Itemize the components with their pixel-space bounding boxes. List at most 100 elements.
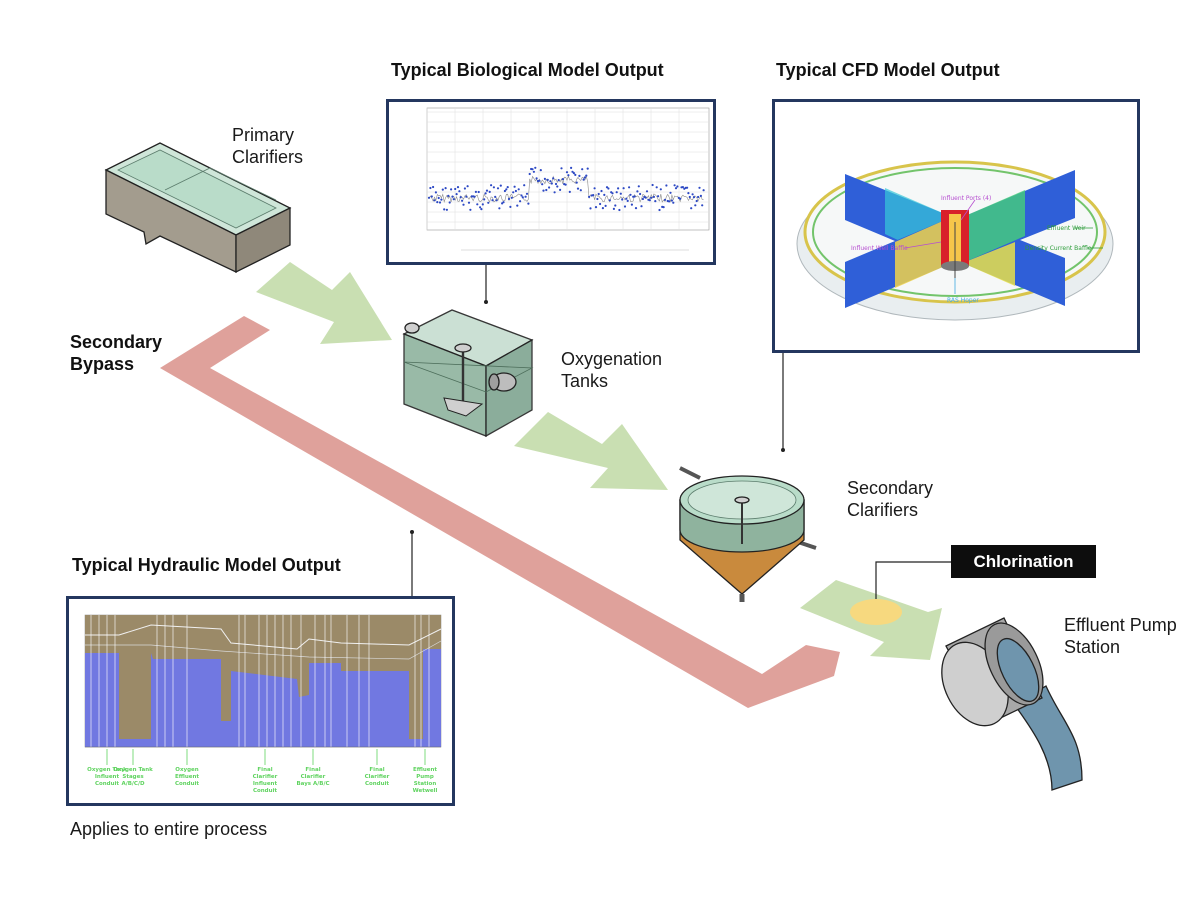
bio-scatter-point xyxy=(576,187,580,190)
bio-scatter-point xyxy=(690,207,693,210)
bio-scatter-point xyxy=(507,197,511,201)
bio-scatter-point xyxy=(505,188,508,191)
bio-scatter-point xyxy=(527,202,530,205)
bio-scatter-point xyxy=(570,166,573,169)
bio-scatter-point xyxy=(662,206,665,209)
bio-scatter-point xyxy=(542,189,545,192)
bio-scatter-point xyxy=(443,208,446,211)
oxygenation-tank-icon xyxy=(402,309,534,438)
hydraulic-segment-label: Final Clarifier Bays A/B/C xyxy=(296,767,330,787)
bio-scatter-point xyxy=(548,186,551,189)
bio-scatter-point xyxy=(578,174,581,177)
bio-scatter-point xyxy=(633,195,636,198)
bio-scatter-point xyxy=(474,190,477,193)
bio-scatter-point xyxy=(640,205,643,208)
chlorination-basin-icon xyxy=(850,599,902,625)
bio-scatter-point xyxy=(628,186,631,189)
bio-scatter-point xyxy=(494,195,497,198)
bio-scatter-point xyxy=(652,195,655,198)
bio-scatter-point xyxy=(502,201,505,204)
bio-scatter-point xyxy=(528,172,531,176)
label-effluent-pump-station: Effluent Pump Station xyxy=(1064,614,1177,658)
bio-scatter-point xyxy=(517,188,520,191)
bio-scatter-point xyxy=(535,177,538,180)
bio-scatter-point xyxy=(519,200,522,203)
bio-scatter-point xyxy=(585,174,588,177)
bio-scatter-point xyxy=(588,195,591,198)
bio-scatter-point xyxy=(618,208,621,212)
bio-scatter-point xyxy=(465,195,468,198)
bio-scatter-point xyxy=(463,187,466,190)
bio-scatter-point xyxy=(626,199,629,202)
bio-scatter-point xyxy=(553,191,556,194)
bio-scatter-point xyxy=(432,185,435,189)
bio-scatter-point xyxy=(437,196,440,200)
hydraulic-segment-label: Final Clarifier Influent Conduit xyxy=(252,767,278,794)
label-applies-note: Applies to entire process xyxy=(70,819,268,839)
bio-scatter-point xyxy=(702,189,705,192)
bio-scatter-point xyxy=(608,199,611,202)
bio-scatter-point xyxy=(697,195,700,199)
bio-scatter-point xyxy=(556,185,559,188)
bio-scatter-point xyxy=(630,203,633,206)
bio-scatter-point xyxy=(455,193,458,196)
label-primary-clarifiers-line1: Primary xyxy=(232,125,294,145)
bio-scatter-point xyxy=(614,204,617,207)
bio-scatter-point xyxy=(534,166,537,169)
bio-scatter-point xyxy=(692,196,696,199)
bio-scatter-point xyxy=(572,172,575,175)
bio-scatter-point xyxy=(512,191,515,194)
bio-scatter-point xyxy=(679,197,682,200)
label-secondary-bypass-line1: Secondary xyxy=(70,332,163,352)
bio-scatter-point xyxy=(541,183,544,186)
bio-scatter-point xyxy=(559,188,562,191)
label-oxygenation-tanks-line1: Oxygenation xyxy=(561,349,663,369)
bio-scatter-point xyxy=(495,199,498,202)
bio-scatter-point xyxy=(674,187,678,190)
bio-scatter-point xyxy=(445,208,448,211)
bio-scatter-point xyxy=(459,196,462,199)
bio-scatter-point xyxy=(565,171,569,174)
bio-scatter-point xyxy=(434,191,437,194)
cfd-label-density-current-baffle: Density Current Baffle xyxy=(1025,245,1092,252)
bio-scatter-point xyxy=(644,196,647,199)
bio-scatter-point xyxy=(672,201,675,204)
bio-scatter-point xyxy=(546,178,549,181)
hydraulic-profile-plot xyxy=(84,614,442,765)
secondary-bypass-arrow xyxy=(160,316,840,708)
biological-panel-title: Typical Biological Model Output xyxy=(391,60,664,80)
bio-scatter-point xyxy=(456,186,460,189)
label-secondary-clarifiers: Secondary Clarifiers xyxy=(847,477,933,521)
bio-scatter-point xyxy=(596,197,599,201)
bio-scatter-point xyxy=(694,204,697,207)
bio-scatter-point xyxy=(462,203,465,206)
bio-scatter-point xyxy=(503,189,506,193)
bio-scatter-point xyxy=(654,200,657,203)
bio-scatter-point xyxy=(483,198,486,201)
bio-scatter-point xyxy=(634,207,638,210)
bio-scatter-point xyxy=(657,195,660,198)
bio-scatter-point xyxy=(593,187,596,190)
bio-scatter-point xyxy=(523,184,526,187)
bio-scatter-point xyxy=(695,199,698,203)
bio-scatter-point xyxy=(673,184,676,187)
bio-scatter-point xyxy=(586,167,589,170)
bio-scatter-point xyxy=(485,189,489,192)
bio-scatter-point xyxy=(521,196,524,199)
bio-scatter-point xyxy=(592,194,595,197)
bio-scatter-point xyxy=(488,190,491,193)
label-secondary-clarifiers-line1: Secondary xyxy=(847,478,934,498)
bio-scatter-point xyxy=(473,195,476,198)
bio-scatter-point xyxy=(659,188,662,191)
primary-clarifier-icon xyxy=(104,142,292,274)
label-secondary-clarifiers-line2: Clarifiers xyxy=(847,500,919,520)
bio-scatter-point xyxy=(441,188,444,191)
bio-scatter-point xyxy=(615,191,618,194)
bio-scatter-point xyxy=(549,180,552,183)
bio-scatter-point xyxy=(574,173,577,176)
bio-scatter-point xyxy=(557,179,560,182)
label-primary-clarifiers: Primary Clarifiers xyxy=(232,124,303,168)
hydraulic-panel-title: Typical Hydraulic Model Output xyxy=(72,555,341,575)
